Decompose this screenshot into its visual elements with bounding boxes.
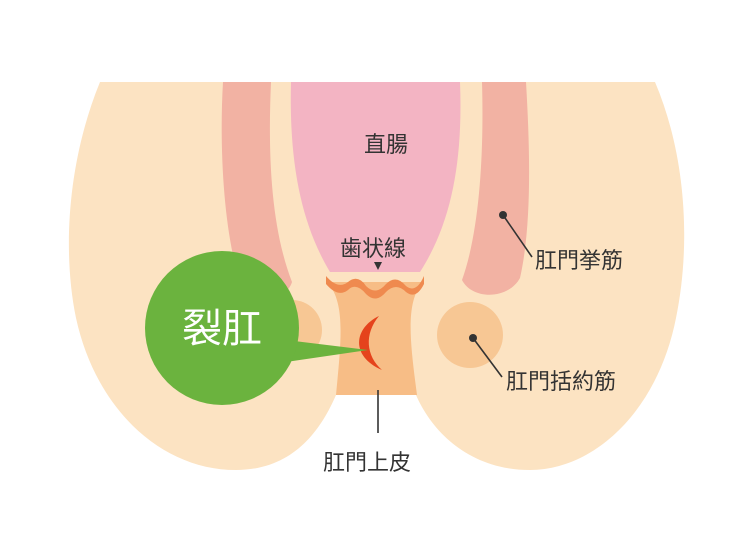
- callout-pointer: [286, 340, 368, 362]
- levator-ani-right: [462, 82, 530, 295]
- fissure-crescent: [359, 316, 382, 370]
- rectum-label: 直腸: [364, 133, 408, 158]
- dentate-line-wave: [326, 276, 424, 299]
- callout-circle: [145, 251, 299, 405]
- fissure-label: 裂肛: [182, 306, 262, 352]
- sphincter-label: 肛門括約筋: [506, 370, 616, 395]
- sphincter-leader: [472, 337, 503, 378]
- dentate-line-pointer: [374, 262, 382, 270]
- dentate-line-label: 歯状線: [340, 237, 406, 262]
- anal-canal: [327, 282, 423, 395]
- sphincter-right: [437, 302, 503, 368]
- anoderm-label: 肛門上皮: [323, 451, 411, 476]
- levator-ani-leader: [502, 214, 533, 258]
- rectum: [290, 82, 461, 272]
- levator-ani-left: [221, 82, 292, 298]
- levator-ani-label: 肛門挙筋: [535, 249, 623, 274]
